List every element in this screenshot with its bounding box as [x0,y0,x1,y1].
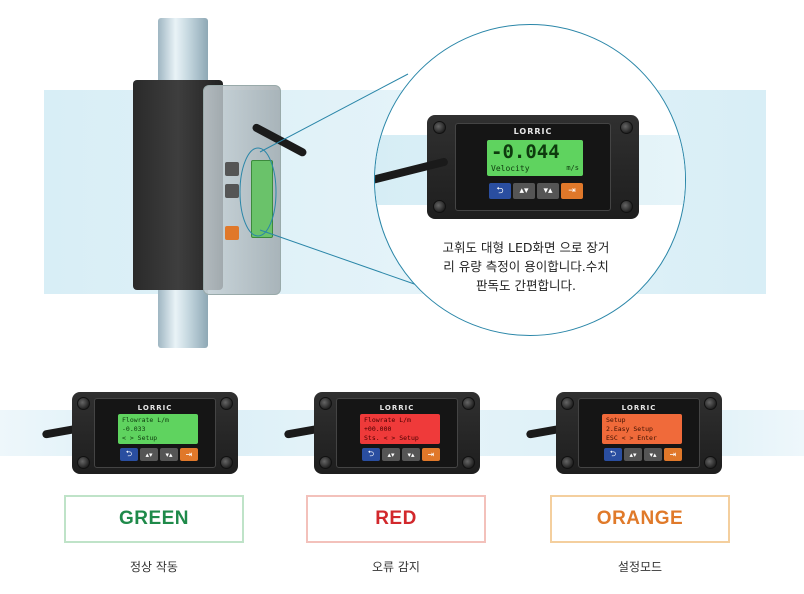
lcd-unit: m/s [566,164,579,172]
mode-label-red: RED [306,495,486,543]
up-down-icon [225,162,239,176]
lcd-screen: Setup 2.Easy Setup ESC < > Enter [602,414,682,444]
zoom-circle: LORRIC -0.044 Velocity m/s ⮌ ▴▾ ▾▴ ⇥ [374,24,686,336]
down-up-icon [225,184,239,198]
enter-icon[interactable]: ⇥ [561,183,583,199]
up-down-icon[interactable]: ▴▾ [513,183,535,199]
screw [704,397,717,410]
meter-green: LORRIC Flowrate L/m -0.033 < > Setup ⮌ ▴… [41,392,238,474]
screw [620,121,633,134]
lcd-line-2: -0.033 [122,425,146,433]
brand-logo: LORRIC [513,127,553,136]
up-down-icon[interactable]: ▴▾ [624,448,642,461]
screw [319,456,332,469]
return-arrow-icon[interactable]: ⮌ [362,448,380,461]
vertical-flowmeter [133,80,308,300]
meter-orange: LORRIC Setup 2.Easy Setup ESC < > Enter … [525,392,722,474]
screw [462,397,475,410]
lcd-value: -0.044 [491,141,560,163]
down-up-icon[interactable]: ▾▴ [402,448,420,461]
return-arrow-icon[interactable]: ⮌ [120,448,138,461]
down-up-icon[interactable]: ▾▴ [160,448,178,461]
enter-icon[interactable]: ⇥ [180,448,198,461]
screw [433,121,446,134]
meter-keypad: ⮌ ▴▾ ▾▴ ⇥ [120,448,198,461]
meter-keypad: ⮌ ▴▾ ▾▴ ⇥ [489,183,583,199]
screw [77,397,90,410]
meter-keypad: ⮌ ▴▾ ▾▴ ⇥ [604,448,682,461]
mode-label-green: GREEN [64,495,244,543]
return-arrow-icon[interactable]: ⮌ [489,183,511,199]
caption-line-2: 리 유량 측정이 용이합니다.수치 [443,259,609,274]
lcd-screen: Flowrate L/m +00.000 Sts. < > Setup [360,414,440,444]
meter-red: LORRIC Flowrate L/m +00.000 Sts. < > Set… [283,392,480,474]
screw [704,456,717,469]
up-down-icon[interactable]: ▴▾ [382,448,400,461]
down-up-icon[interactable]: ▾▴ [537,183,559,199]
lcd-line-1: Flowrate L/m [122,416,169,424]
brand-logo: LORRIC [137,404,173,412]
screw [433,200,446,213]
caption-line-3: 판독도 간편합니다. [476,278,576,293]
enter-icon[interactable]: ⇥ [664,448,682,461]
screw [220,397,233,410]
lcd-line-2: +00.000 [364,425,392,433]
zoom-lcd: -0.044 Velocity m/s [487,140,583,176]
mode-label-orange: ORANGE [550,495,730,543]
down-up-icon[interactable]: ▾▴ [644,448,662,461]
screw [319,397,332,410]
lcd-label: Velocity [491,164,530,173]
lcd-line-3: Sts. < > Setup [364,434,419,442]
screw [462,456,475,469]
feature-caption: 고휘도 대형 LED화면 으로 장거 리 유량 측정이 용이합니다.수치 판독도… [410,238,642,295]
lcd-line-2: 2.Easy Setup [606,425,653,433]
screw [561,397,574,410]
screw [220,456,233,469]
up-down-icon[interactable]: ▴▾ [140,448,158,461]
lcd-line-3: ESC < > Enter [606,434,657,442]
mode-desc-green: 정상 작동 [130,560,178,574]
meter-side-lcd [251,160,273,238]
zoomed-meter: LORRIC -0.044 Velocity m/s ⮌ ▴▾ ▾▴ ⇥ [375,115,639,219]
mode-desc-orange: 설정모드 [617,560,663,574]
screw [561,456,574,469]
brand-logo: LORRIC [379,404,415,412]
lcd-line-3: < > Setup [122,434,158,442]
screw [620,200,633,213]
enter-icon [225,226,239,240]
mode-desc-red: 오류 감지 [372,560,420,574]
caption-line-1: 고휘도 대형 LED화면 으로 장거 [442,240,610,255]
lcd-line-1: Setup [606,416,626,424]
lcd-line-1: Flowrate L/m [364,416,411,424]
lcd-screen: Flowrate L/m -0.033 < > Setup [118,414,198,444]
return-arrow-icon[interactable]: ⮌ [604,448,622,461]
enter-icon[interactable]: ⇥ [422,448,440,461]
meter-keypad: ⮌ ▴▾ ▾▴ ⇥ [362,448,440,461]
screw [77,456,90,469]
brand-logo: LORRIC [621,404,657,412]
